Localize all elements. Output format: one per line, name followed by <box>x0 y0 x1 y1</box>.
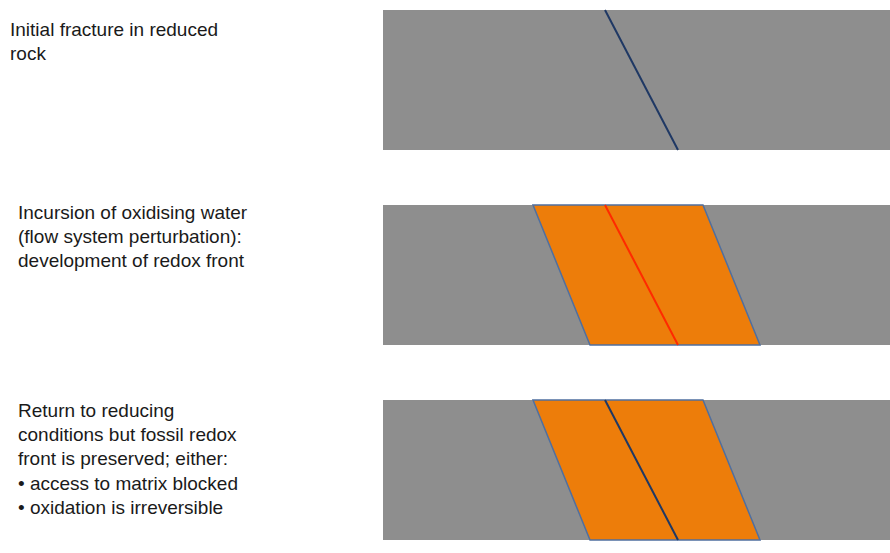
rock-band <box>383 400 890 540</box>
fracture-line <box>605 205 678 345</box>
bullet-note: • oxidation is irreversible <box>18 496 318 520</box>
fracture-line <box>605 10 678 150</box>
stage-caption: Initial fracture in reduced rock <box>10 18 242 66</box>
stage-caption: Incursion of oxidising water (flow syste… <box>18 201 250 273</box>
fracture-line <box>605 400 678 540</box>
rock-band <box>383 10 890 150</box>
oxidised-zone <box>533 205 760 345</box>
stage-caption: Return to reducing conditions but fossil… <box>18 399 254 471</box>
fossil-redox-zone <box>533 400 760 540</box>
bullet-note: • access to matrix blocked <box>18 472 318 496</box>
rock-band <box>383 205 890 345</box>
